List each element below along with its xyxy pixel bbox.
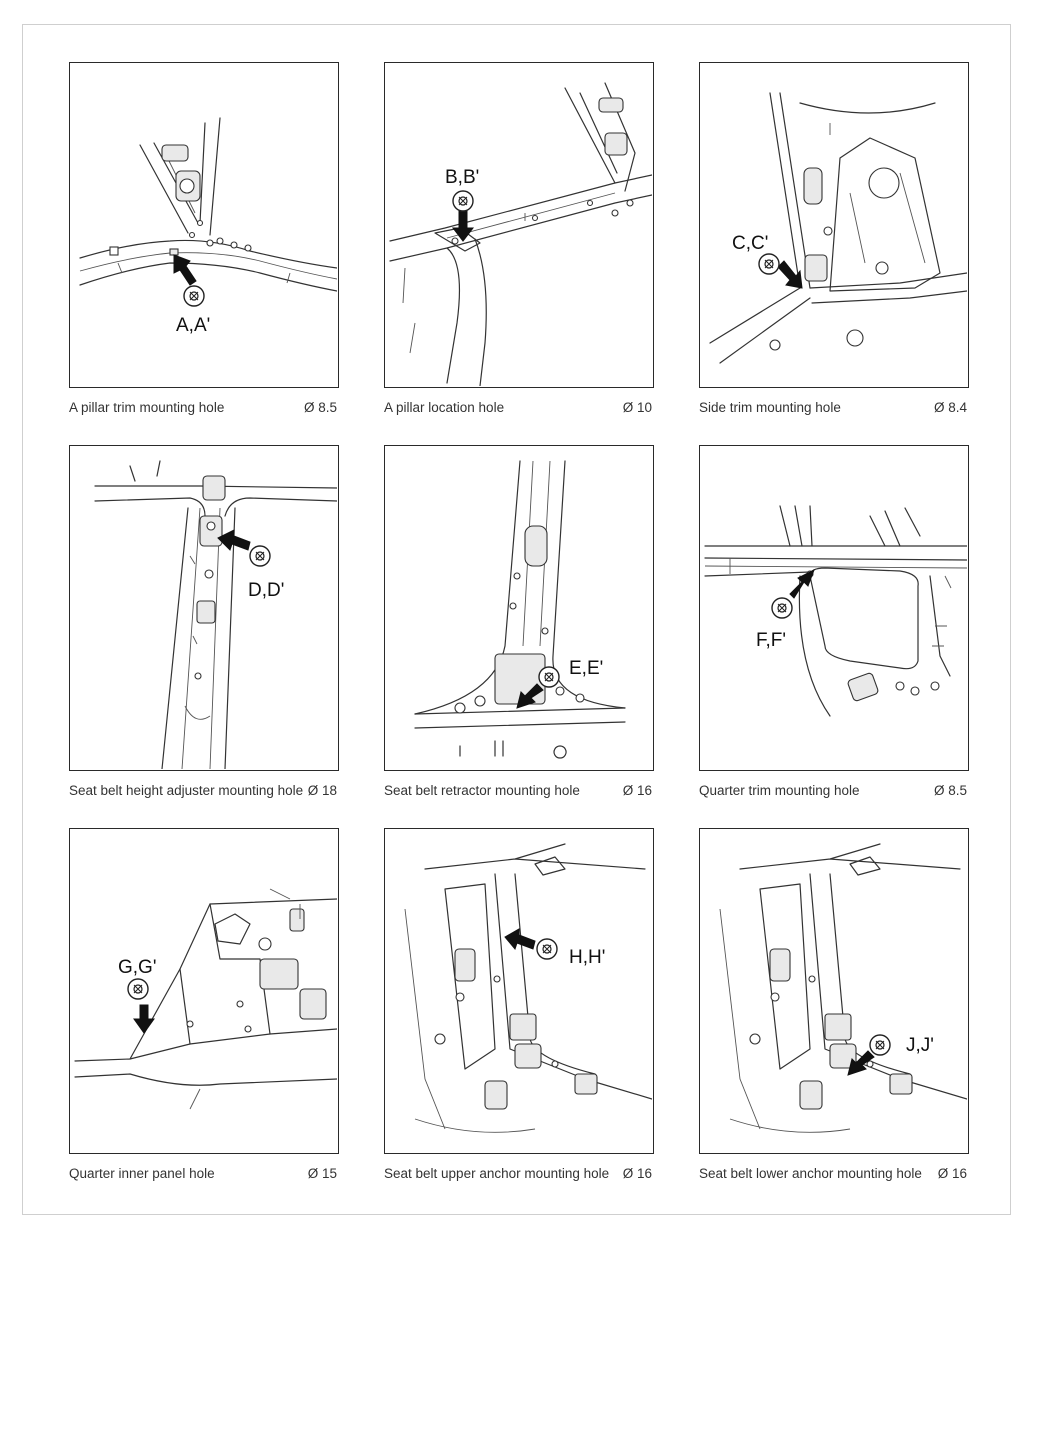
- panel-a-caption: A pillar trim mounting hole: [69, 400, 225, 415]
- panel-e-marker-icon: [538, 666, 560, 688]
- panel-e-drawing: E,E': [384, 445, 654, 771]
- panel-a-drawing: A,A': [69, 62, 339, 388]
- panel-c-drawing: C,C': [699, 62, 969, 388]
- panel-a: A,A' A pillar trim mounting hole Ø 8.5: [69, 62, 339, 415]
- panel-d-caption: Seat belt height adjuster mounting hole: [69, 783, 304, 798]
- panel-g-label: G,G': [118, 957, 156, 978]
- panel-d-label: D,D': [248, 580, 284, 601]
- panel-h-diameter: Ø 16: [622, 1166, 652, 1181]
- panel-j-diameter: Ø 16: [937, 1166, 967, 1181]
- panel-f: F,F' Quarter trim mounting hole Ø 8.5: [699, 445, 969, 798]
- panel-h-label: H,H': [569, 947, 605, 968]
- panel-f-caption: Quarter trim mounting hole: [699, 783, 860, 798]
- panel-c-diameter: Ø 8.4: [933, 400, 967, 415]
- diagram-sheet: A,A' A pillar trim mounting hole Ø 8.5: [22, 24, 1011, 1215]
- panel-a-label: A,A': [176, 315, 210, 336]
- panel-f-drawing: F,F': [699, 445, 969, 771]
- panel-d: D,D' Seat belt height adjuster mounting …: [69, 445, 339, 798]
- panel-f-label: F,F': [756, 630, 786, 651]
- panel-d-drawing: D,D': [69, 445, 339, 771]
- panel-a-clip-icon: [109, 246, 119, 256]
- panel-j-caption: Seat belt lower anchor mounting hole: [699, 1166, 922, 1181]
- panel-a-marker-icon: [183, 285, 205, 307]
- panel-d-diameter: Ø 18: [307, 783, 337, 798]
- panel-e-label: E,E': [569, 658, 603, 679]
- panel-j-label: J,J': [906, 1035, 934, 1056]
- panel-c-label: C,C': [732, 233, 768, 254]
- panel-c-marker-icon: [758, 253, 780, 275]
- panel-f-arrow-icon: [789, 568, 815, 599]
- panel-e-caption: Seat belt retractor mounting hole: [384, 783, 580, 798]
- panel-b-marker-icon: [452, 190, 474, 212]
- panel-e-arrow-icon: [516, 683, 544, 709]
- panel-c-arrow-icon: [777, 260, 803, 289]
- panel-h: H,H' Seat belt upper anchor mounting hol…: [384, 828, 654, 1181]
- panel-b-label: B,B': [445, 167, 479, 188]
- panel-h-caption: Seat belt upper anchor mounting hole: [384, 1166, 610, 1181]
- panel-h-arrow-icon: [504, 928, 536, 951]
- panel-g-diameter: Ø 15: [307, 1166, 337, 1181]
- panel-g: G,G' Quarter inner panel hole Ø 15: [69, 828, 339, 1181]
- panel-b-caption: A pillar location hole: [384, 400, 505, 415]
- panel-f-diameter: Ø 8.5: [933, 783, 967, 798]
- panel-a-arrow-icon: [173, 254, 197, 286]
- panel-a-diameter: Ø 8.5: [303, 400, 337, 415]
- panel-f-marker-icon: [771, 597, 793, 619]
- panel-c-caption: Side trim mounting hole: [699, 400, 841, 415]
- panel-b: B,B' A pillar location hole Ø 10: [384, 62, 654, 415]
- panel-j-marker-icon: [869, 1034, 891, 1056]
- panel-j-arrow-icon: [847, 1050, 875, 1076]
- panel-d-arrow-icon: [217, 529, 251, 551]
- panel-g-caption: Quarter inner panel hole: [69, 1166, 215, 1181]
- panel-h-drawing: H,H': [384, 828, 654, 1154]
- panel-d-marker-icon: [249, 545, 271, 567]
- panel-b-drawing: B,B': [384, 62, 654, 388]
- panel-b-diameter: Ø 10: [622, 400, 652, 415]
- panel-g-arrow-icon: [133, 1004, 155, 1034]
- panel-e: E,E' Seat belt retractor mounting hole Ø…: [384, 445, 654, 798]
- panel-c: C,C' Side trim mounting hole Ø 8.4: [699, 62, 969, 415]
- panel-e-diameter: Ø 16: [622, 783, 652, 798]
- panel-j: J,J' Seat belt lower anchor mounting hol…: [699, 828, 969, 1181]
- panel-j-drawing: J,J': [699, 828, 969, 1154]
- panel-g-marker-icon: [127, 978, 149, 1000]
- panel-h-marker-icon: [536, 938, 558, 960]
- panel-g-drawing: G,G': [69, 828, 339, 1154]
- panel-b-arrow-icon: [451, 210, 475, 242]
